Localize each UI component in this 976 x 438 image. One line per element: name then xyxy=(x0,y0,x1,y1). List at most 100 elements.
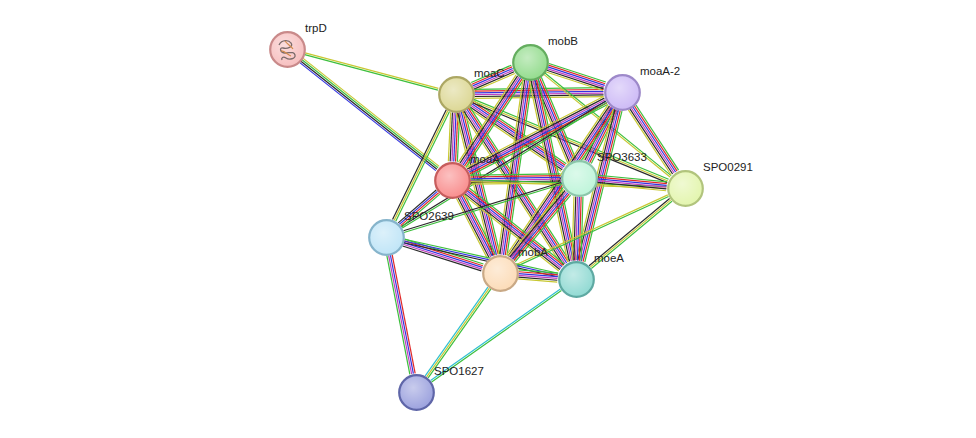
node-circle xyxy=(368,219,405,256)
evidence-line xyxy=(548,65,605,84)
protein-node: moaC xyxy=(438,76,475,113)
node-circle xyxy=(438,76,475,113)
interaction-edge xyxy=(431,289,562,382)
interaction-edge xyxy=(546,63,606,90)
evidence-line xyxy=(390,255,413,374)
node-label: SPO2639 xyxy=(404,210,454,223)
protein-node: SPO0291 xyxy=(667,170,704,207)
node-circle xyxy=(558,261,595,298)
node-fill xyxy=(435,163,470,198)
node-fill xyxy=(605,75,640,110)
node-highlight xyxy=(440,78,472,110)
evidence-line xyxy=(305,55,438,90)
evidence-line xyxy=(549,63,606,82)
evidence-line xyxy=(392,255,415,374)
node-fill xyxy=(668,171,703,206)
evidence-line xyxy=(466,97,603,168)
evidence-line xyxy=(597,184,666,191)
node-label: mobA xyxy=(518,246,548,259)
node-highlight xyxy=(514,46,546,78)
node-fill xyxy=(559,262,594,297)
protein-node: SPO3633 xyxy=(561,160,598,197)
protein-node: trpD xyxy=(269,31,306,68)
node-highlight xyxy=(606,76,638,108)
node-label: moaC xyxy=(474,67,505,80)
node-label: moaA xyxy=(470,153,500,166)
evidence-line xyxy=(589,198,670,265)
interaction-edge xyxy=(403,183,561,233)
evidence-line xyxy=(631,108,674,173)
evidence-line xyxy=(628,110,671,175)
node-highlight xyxy=(400,376,432,408)
node-circle xyxy=(667,170,704,207)
interaction-edge xyxy=(572,196,583,260)
interaction-edge xyxy=(508,189,570,261)
evidence-line xyxy=(572,196,574,260)
evidence-line xyxy=(467,191,562,267)
protein-node: moeA xyxy=(558,261,595,298)
evidence-line xyxy=(300,63,436,171)
evidence-line xyxy=(514,194,569,261)
node-circle xyxy=(434,162,471,199)
node-circle xyxy=(398,374,435,411)
node-highlight xyxy=(563,162,595,194)
evidence-line xyxy=(500,80,525,254)
evidence-line xyxy=(431,289,561,381)
evidence-line xyxy=(387,256,410,375)
node-highlight xyxy=(436,164,468,196)
node-fill xyxy=(562,161,597,196)
evidence-line xyxy=(404,243,483,268)
interaction-edge xyxy=(300,58,439,170)
interaction-edge xyxy=(387,255,415,375)
node-fill xyxy=(483,256,518,291)
evidence-line xyxy=(403,183,561,231)
evidence-line xyxy=(404,184,562,232)
interaction-edge xyxy=(305,53,439,90)
node-highlight xyxy=(271,33,303,65)
protein-node: mobB xyxy=(512,44,549,81)
evidence-line xyxy=(303,58,439,166)
node-label: moaA-2 xyxy=(640,65,680,78)
node-label: moeA xyxy=(594,252,624,265)
evidence-line xyxy=(466,192,561,268)
interaction-edge xyxy=(404,239,559,277)
evidence-line xyxy=(545,73,671,176)
node-highlight xyxy=(560,263,592,295)
node-fill xyxy=(270,32,305,67)
protein-node: moaA xyxy=(434,162,471,199)
interaction-edge xyxy=(425,287,491,378)
evidence-line xyxy=(518,279,557,282)
protein-node: moaA-2 xyxy=(604,74,641,111)
evidence-line xyxy=(547,70,604,89)
interaction-edge xyxy=(597,175,667,190)
node-circle xyxy=(561,160,598,197)
structure-thumbnail xyxy=(281,41,293,56)
protein-node: SPO1627 xyxy=(398,374,435,411)
node-fill xyxy=(439,77,474,112)
evidence-line xyxy=(630,109,673,174)
node-circle xyxy=(269,31,306,68)
interaction-edge xyxy=(589,198,672,268)
evidence-line xyxy=(466,80,524,167)
protein-node: SPO2639 xyxy=(368,219,405,256)
interaction-edge xyxy=(628,105,678,175)
evidence-line xyxy=(513,193,568,260)
node-label: mobB xyxy=(548,35,578,48)
evidence-line xyxy=(389,255,412,374)
node-highlight xyxy=(669,172,701,204)
node-fill xyxy=(399,375,434,410)
evidence-line xyxy=(404,241,483,266)
node-highlight xyxy=(370,221,402,253)
evidence-line xyxy=(515,195,570,262)
node-fill xyxy=(513,45,548,80)
structure-thumbnail xyxy=(279,40,295,59)
node-label: SPO1627 xyxy=(434,365,484,378)
evidence-line xyxy=(432,290,562,382)
evidence-line xyxy=(448,112,450,161)
evidence-line xyxy=(404,243,558,277)
evidence-line xyxy=(301,61,437,169)
node-fill xyxy=(369,220,404,255)
evidence-line xyxy=(517,197,668,267)
